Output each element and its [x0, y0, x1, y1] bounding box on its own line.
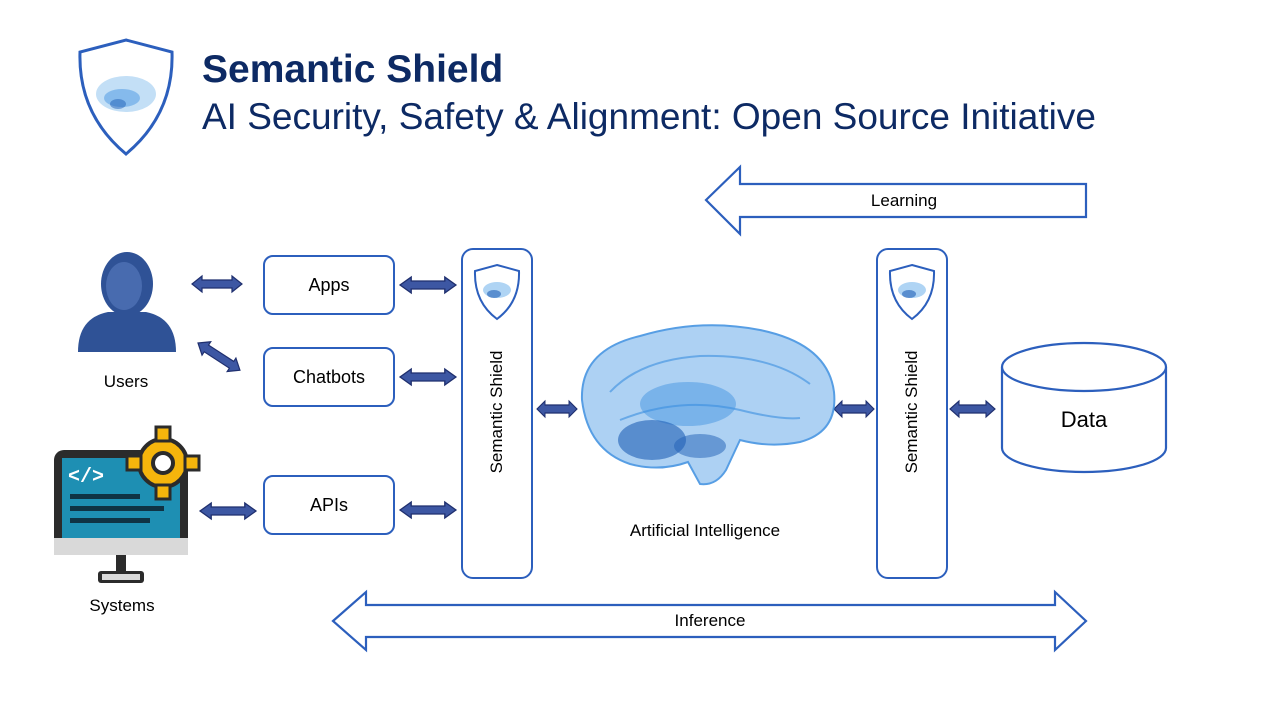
connector-chatbots-shield: [399, 368, 457, 386]
ai-label: Artificial Intelligence: [629, 521, 781, 540]
data-cylinder-icon: [1000, 341, 1168, 474]
chatbots-label: Chatbots: [292, 366, 366, 387]
connector-ai-shield: [833, 400, 875, 418]
shield-icon: [888, 263, 936, 321]
svg-text:</>: </>: [68, 466, 104, 489]
inference-label: Inference: [674, 611, 746, 630]
page-title: Semantic Shield: [202, 48, 504, 91]
apis-label: APIs: [309, 494, 348, 515]
apps-label: Apps: [308, 274, 350, 295]
shield-logo-icon: [78, 38, 174, 156]
data-label: Data: [1060, 407, 1108, 432]
semantic-shield-right-label: Semantic Shield: [902, 350, 921, 474]
connector-apis-shield: [399, 501, 457, 519]
systems-label: Systems: [89, 596, 155, 615]
apis-box: APIs: [263, 475, 395, 535]
connector-users-apps: [191, 275, 243, 293]
gear-icon: [125, 425, 201, 501]
inference-arrow: [331, 589, 1088, 653]
connector-shield-ai: [536, 400, 578, 418]
semantic-shield-left: Semantic Shield: [461, 248, 533, 579]
connector-apps-shield: [399, 276, 457, 294]
page-subtitle: AI Security, Safety & Alignment: Open So…: [202, 96, 1096, 137]
learning-label: Learning: [870, 191, 938, 210]
apps-box: Apps: [263, 255, 395, 315]
semantic-shield-right: Semantic Shield: [876, 248, 948, 579]
connector-users-chatbots: [193, 335, 245, 378]
brain-icon: [580, 324, 836, 486]
header-logo: [74, 36, 178, 160]
semantic-shield-left-label: Semantic Shield: [487, 350, 506, 474]
shield-icon: [473, 263, 521, 321]
connector-systems-apis: [199, 502, 257, 520]
connector-shield-data: [949, 400, 996, 418]
learning-arrow: [704, 164, 1088, 237]
chatbots-box: Chatbots: [263, 347, 395, 407]
user-icon: [78, 252, 176, 352]
users-label: Users: [103, 372, 149, 391]
